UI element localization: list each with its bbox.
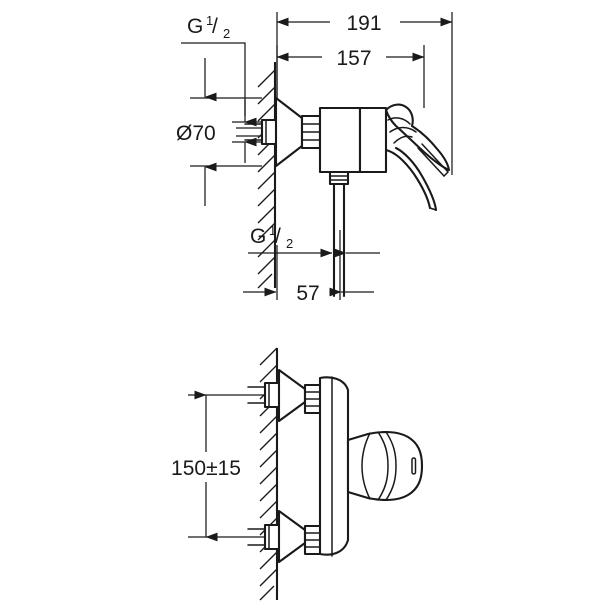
thread-label-inlet-numerator: 1 bbox=[206, 13, 213, 28]
mixer-body-bottom-view bbox=[318, 376, 350, 557]
wall-hatching-top bbox=[257, 69, 276, 289]
thread-label-inlet-denominator: 2 bbox=[223, 26, 230, 41]
thread-label-outlet-group: G 1 / 2 bbox=[248, 223, 380, 258]
dimension-157-group: 157 bbox=[276, 45, 425, 108]
thread-label-outlet-letter: G bbox=[250, 225, 266, 248]
thread-label-inlet-letter: G bbox=[187, 15, 203, 38]
lever-handle-top bbox=[384, 103, 451, 212]
dimension-diameter-70-label: Ø70 bbox=[176, 122, 216, 145]
thread-label-inlet-slash: / bbox=[212, 15, 218, 38]
outlet-pipe-top bbox=[328, 170, 350, 298]
bottom-view-front-elevation bbox=[247, 347, 424, 601]
dimension-57-group: 57 bbox=[243, 230, 374, 305]
dimension-150-label: 150±15 bbox=[171, 457, 241, 480]
lever-handle-bottom-view bbox=[346, 430, 424, 502]
mixer-body-top bbox=[318, 106, 388, 174]
top-view-side-elevation bbox=[244, 62, 451, 298]
dimension-57-label: 57 bbox=[296, 282, 319, 305]
inlet-upper-bottom-view bbox=[247, 368, 323, 423]
escutcheon-top bbox=[274, 96, 304, 168]
connection-nut-top bbox=[300, 114, 322, 150]
dimension-157-label: 157 bbox=[336, 47, 371, 70]
dimension-diameter-70-group: Ø70 bbox=[176, 58, 262, 206]
dimension-150-group: 150±15 bbox=[171, 390, 266, 542]
dimension-191-label: 191 bbox=[346, 12, 381, 35]
inlet-lower-bottom-view bbox=[247, 509, 323, 564]
thread-label-outlet-numerator: 1 bbox=[269, 223, 276, 238]
wall-section-top bbox=[257, 62, 277, 289]
thread-label-inlet-group: G 1 / 2 bbox=[181, 13, 262, 163]
thread-label-outlet-denominator: 2 bbox=[286, 236, 293, 251]
thread-label-outlet-slash: / bbox=[275, 225, 281, 248]
